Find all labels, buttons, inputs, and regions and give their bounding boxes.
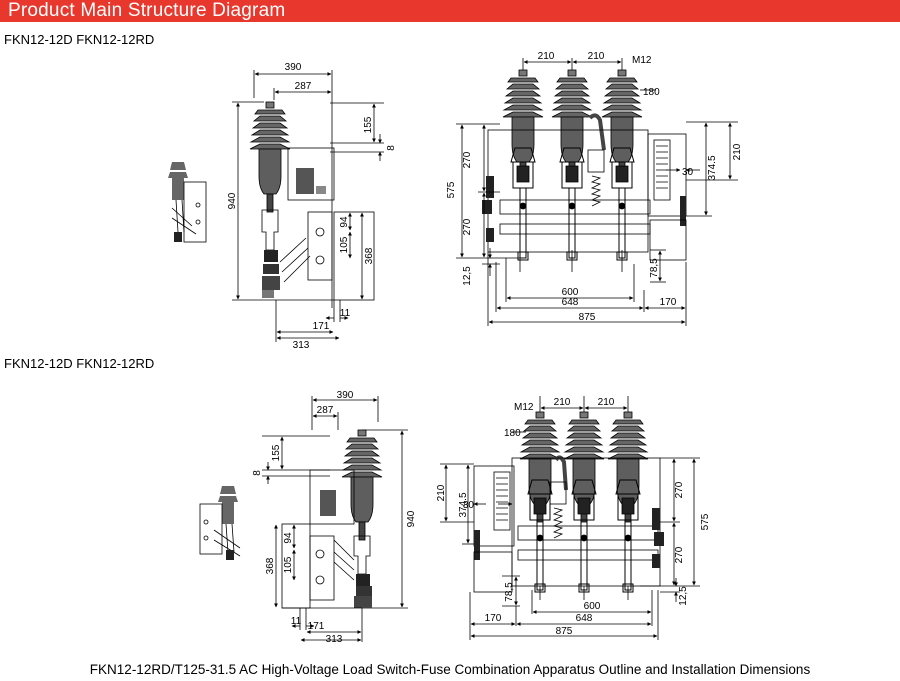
dim-label: 171: [308, 621, 325, 632]
dim-label: 170: [485, 613, 502, 624]
dim-label: 374.5: [707, 155, 718, 180]
dim-label: 8: [252, 470, 263, 476]
dim-label: M12: [632, 55, 652, 66]
dim-label: 210: [554, 397, 571, 408]
dim-label: 287: [295, 81, 312, 92]
dim-label: 270: [462, 218, 473, 235]
top-front-view: [456, 58, 738, 326]
dim-label: 313: [326, 634, 343, 645]
dim-label: 8: [386, 145, 397, 151]
dim-label: 155: [363, 116, 374, 133]
dim-label: 575: [446, 181, 457, 198]
bottom-dimension-labels: 390 287 155 8 940 94 105 368 171 11 313 …: [252, 390, 711, 645]
dim-label: 270: [674, 481, 685, 498]
dim-label: 11: [340, 308, 351, 319]
figure-caption: FKN12-12RD/T125-31.5 AC High-Voltage Loa…: [89, 662, 811, 677]
dim-label: 368: [265, 557, 276, 574]
dim-label: 940: [227, 192, 238, 209]
dim-label: 648: [562, 297, 579, 308]
dim-label: 171: [313, 321, 330, 332]
dim-label: 875: [556, 626, 573, 637]
header-bar: Product Main Structure Diagram: [0, 0, 900, 22]
dim-label: 210: [598, 397, 615, 408]
dim-label: 94: [283, 532, 294, 544]
dim-label: 30: [463, 500, 475, 511]
dim-label: 210: [538, 51, 555, 62]
top-model-label: FKN12-12D FKN12-12RD: [4, 32, 155, 47]
dim-label: 105: [339, 236, 350, 253]
top-dimension-labels: 390 287 155 8 940 94 105 368 171 11 313 …: [227, 51, 743, 351]
bottom-side-view: [262, 396, 408, 642]
dim-label: 210: [436, 484, 447, 501]
dim-label: 94: [339, 216, 350, 228]
dim-label: 170: [660, 297, 677, 308]
page-title: Product Main Structure Diagram: [8, 0, 286, 21]
dim-label: 12,5: [678, 586, 689, 606]
dim-label: 875: [579, 312, 596, 323]
dim-label: 575: [700, 513, 711, 530]
dim-label: 270: [674, 546, 685, 563]
dim-label: 180: [643, 87, 660, 98]
dim-label: 155: [271, 444, 282, 461]
top-small-sketch: [168, 162, 207, 243]
dim-label: 940: [406, 510, 417, 527]
dim-label: M12: [514, 402, 534, 413]
dim-label: 287: [317, 405, 334, 416]
dim-label: 313: [293, 340, 310, 351]
dim-label: 78,5: [649, 258, 660, 278]
dim-label: 374.5: [458, 492, 469, 517]
dim-label: 648: [576, 613, 593, 624]
bottom-model-label: FKN12-12D FKN12-12RD: [4, 356, 155, 371]
dim-label: 210: [588, 51, 605, 62]
dim-label: 270: [462, 151, 473, 168]
dim-label: 78,5: [504, 582, 515, 602]
dim-label: 390: [337, 390, 354, 401]
dim-label: 600: [562, 287, 579, 298]
dim-label: 210: [732, 143, 743, 160]
bottom-front-view: [440, 396, 700, 640]
dim-label: 12,5: [462, 266, 473, 286]
dim-label: 368: [364, 247, 375, 264]
bottom-small-sketch: [199, 486, 241, 560]
dim-label: 600: [584, 601, 601, 612]
dim-label: 30: [682, 167, 694, 178]
dim-label: 105: [283, 556, 294, 573]
dim-label: 11: [291, 616, 302, 627]
top-side-view: [232, 70, 384, 342]
dim-label: 390: [285, 62, 302, 73]
dim-label: 180: [504, 428, 521, 439]
